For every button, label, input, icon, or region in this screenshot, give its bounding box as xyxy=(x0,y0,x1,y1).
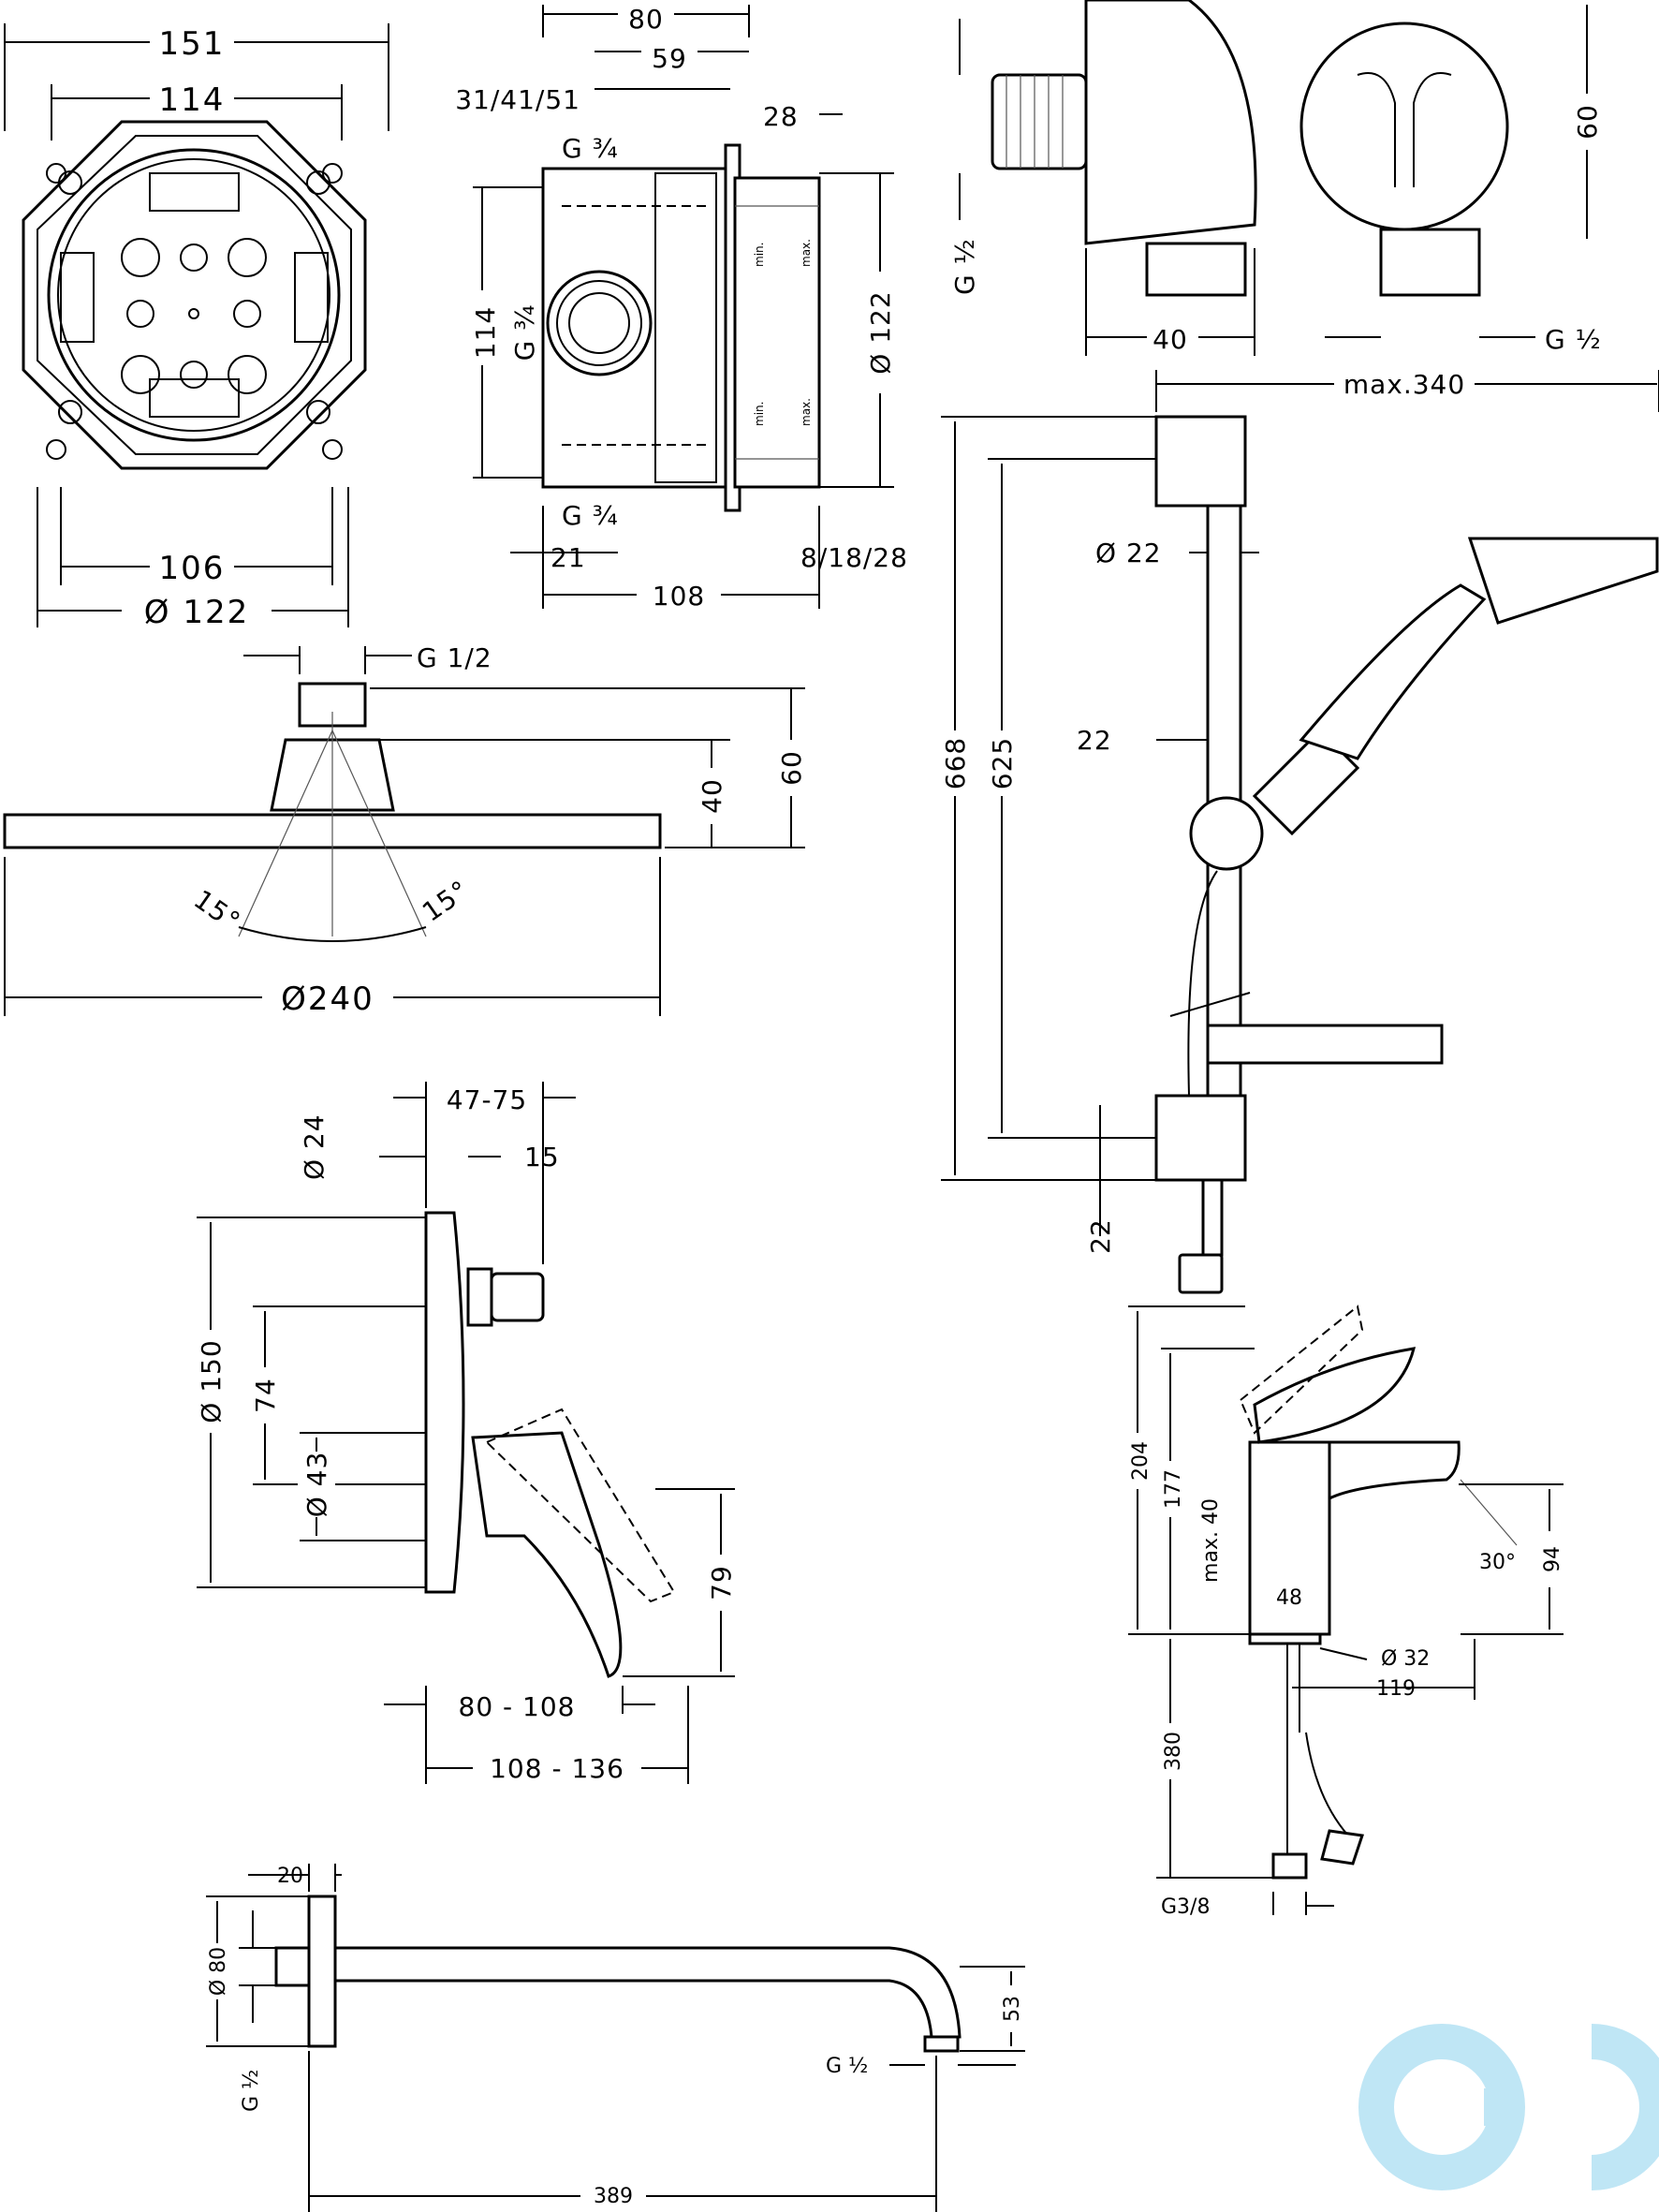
wall-elbow-views xyxy=(991,0,1509,297)
rail-dimensions: max.340 Ø 22 668 625 22 22 xyxy=(936,363,1659,1254)
dim-28: 28 xyxy=(763,101,799,132)
mixer-dim-15: 15 xyxy=(524,1142,560,1172)
faucet-angle-30: 30° xyxy=(1479,1551,1516,1574)
dim-114: 114 xyxy=(159,81,226,119)
max-label-bot: max. xyxy=(800,398,813,426)
mixer-dim-74: 74 xyxy=(250,1378,281,1413)
dim-8-18-28: 8/18/28 xyxy=(800,542,908,573)
overhead-dim-60: 60 xyxy=(776,750,807,786)
spout-d80: Ø 80 xyxy=(207,1947,230,1996)
faucet-dim-48: 48 xyxy=(1276,1586,1302,1610)
mixer-view xyxy=(424,1211,676,1678)
mixer-dim-79: 79 xyxy=(706,1565,737,1600)
mixer-dim-80-108: 80 - 108 xyxy=(459,1691,576,1722)
mixer-d150: Ø 150 xyxy=(196,1339,227,1423)
dim-21: 21 xyxy=(551,542,586,573)
dim-108: 108 xyxy=(653,581,705,612)
elbow-dimensions: G ½ 40 G ½ 60 xyxy=(949,5,1606,358)
ring-dimensions: 151 114 106 Ø 122 xyxy=(4,21,389,631)
box-side-view: min. max. min. max. xyxy=(541,143,821,512)
g34-top: G ¾ xyxy=(562,133,619,164)
rail-dim-22-bot: 22 xyxy=(1085,1218,1116,1254)
max-label-top: max. xyxy=(800,239,813,267)
spout-dim-53: 53 xyxy=(1001,1996,1024,2022)
dim-h114: 114 xyxy=(470,306,501,359)
mixer-dim-47-75: 47-75 xyxy=(447,1084,527,1115)
dim-106: 106 xyxy=(159,550,226,587)
faucet-dim-94: 94 xyxy=(1541,1546,1564,1572)
dim-59: 59 xyxy=(652,43,687,74)
min-label-top: min. xyxy=(753,243,766,267)
faucet-max40: max. 40 xyxy=(1199,1498,1223,1583)
bath-spout-view xyxy=(274,1895,962,2053)
faucet-dimensions: 204 177 max. 40 48 30° 94 Ø 32 119 380 G… xyxy=(1119,1305,1568,1919)
box-dimensions: 80 59 31/41/51 28 G ¾ G ¾ 114 G ¾ Ø 122 … xyxy=(455,0,908,613)
cd-logo xyxy=(1358,2024,1659,2190)
g34-side: G ¾ xyxy=(509,304,540,361)
mounting-ring-view xyxy=(22,120,367,470)
elbow-dim-60: 60 xyxy=(1572,104,1603,140)
faucet-g38: G3/8 xyxy=(1161,1895,1210,1919)
elbow-g12-right: G ½ xyxy=(1545,324,1602,355)
mixer-d43: Ø 43 xyxy=(301,1452,332,1518)
dim-151: 151 xyxy=(159,25,226,63)
elbow-dim-40: 40 xyxy=(1152,324,1188,355)
dim-31-41-51: 31/41/51 xyxy=(455,84,580,115)
elbow-g12-left: G ½ xyxy=(949,238,980,295)
rail-d22: Ø 22 xyxy=(1095,538,1162,568)
basin-faucet-view xyxy=(1239,1305,1461,1880)
overhead-dim-40: 40 xyxy=(697,778,727,814)
faucet-dim-380: 380 xyxy=(1162,1732,1185,1771)
rail-dim-22-top: 22 xyxy=(1077,725,1112,756)
mixer-d24: Ø 24 xyxy=(299,1113,330,1180)
overhead-d240: Ø240 xyxy=(281,981,374,1018)
min-label-bot: min. xyxy=(753,402,766,426)
spout-g12-left: G ½ xyxy=(240,2070,263,2112)
dim-d122: Ø 122 xyxy=(144,594,249,631)
spout-dimensions: 20 Ø 80 G ½ 53 G ½ 389 xyxy=(198,1864,1030,2212)
overhead-shower-view xyxy=(3,682,662,942)
dim-80: 80 xyxy=(628,4,664,35)
g34-bottom: G ¾ xyxy=(562,500,619,531)
spout-dim-389: 389 xyxy=(594,2185,633,2208)
faucet-d32: Ø 32 xyxy=(1381,1647,1430,1671)
spout-dim-20: 20 xyxy=(277,1865,303,1888)
spout-g12-right: G ½ xyxy=(826,2055,868,2078)
dim-d122-v: Ø 122 xyxy=(865,290,896,374)
rail-max340: max.340 xyxy=(1343,369,1465,400)
rail-dim-625: 625 xyxy=(987,737,1018,789)
mixer-dim-108-136: 108 - 136 xyxy=(490,1753,624,1784)
angle-15-left: 15° xyxy=(188,884,246,937)
rail-dim-668: 668 xyxy=(940,737,971,789)
overhead-g12: G 1/2 xyxy=(417,642,492,673)
angle-15-right: 15° xyxy=(417,875,475,928)
mixer-dimensions: 47-75 15 Ø 24 Ø 150 74 Ø 43 79 80 - 108 … xyxy=(192,1082,740,1789)
faucet-dim-204: 204 xyxy=(1129,1441,1152,1481)
shower-rail-view xyxy=(1154,415,1659,1294)
faucet-dim-177: 177 xyxy=(1162,1469,1185,1509)
faucet-dim-119: 119 xyxy=(1376,1677,1416,1701)
